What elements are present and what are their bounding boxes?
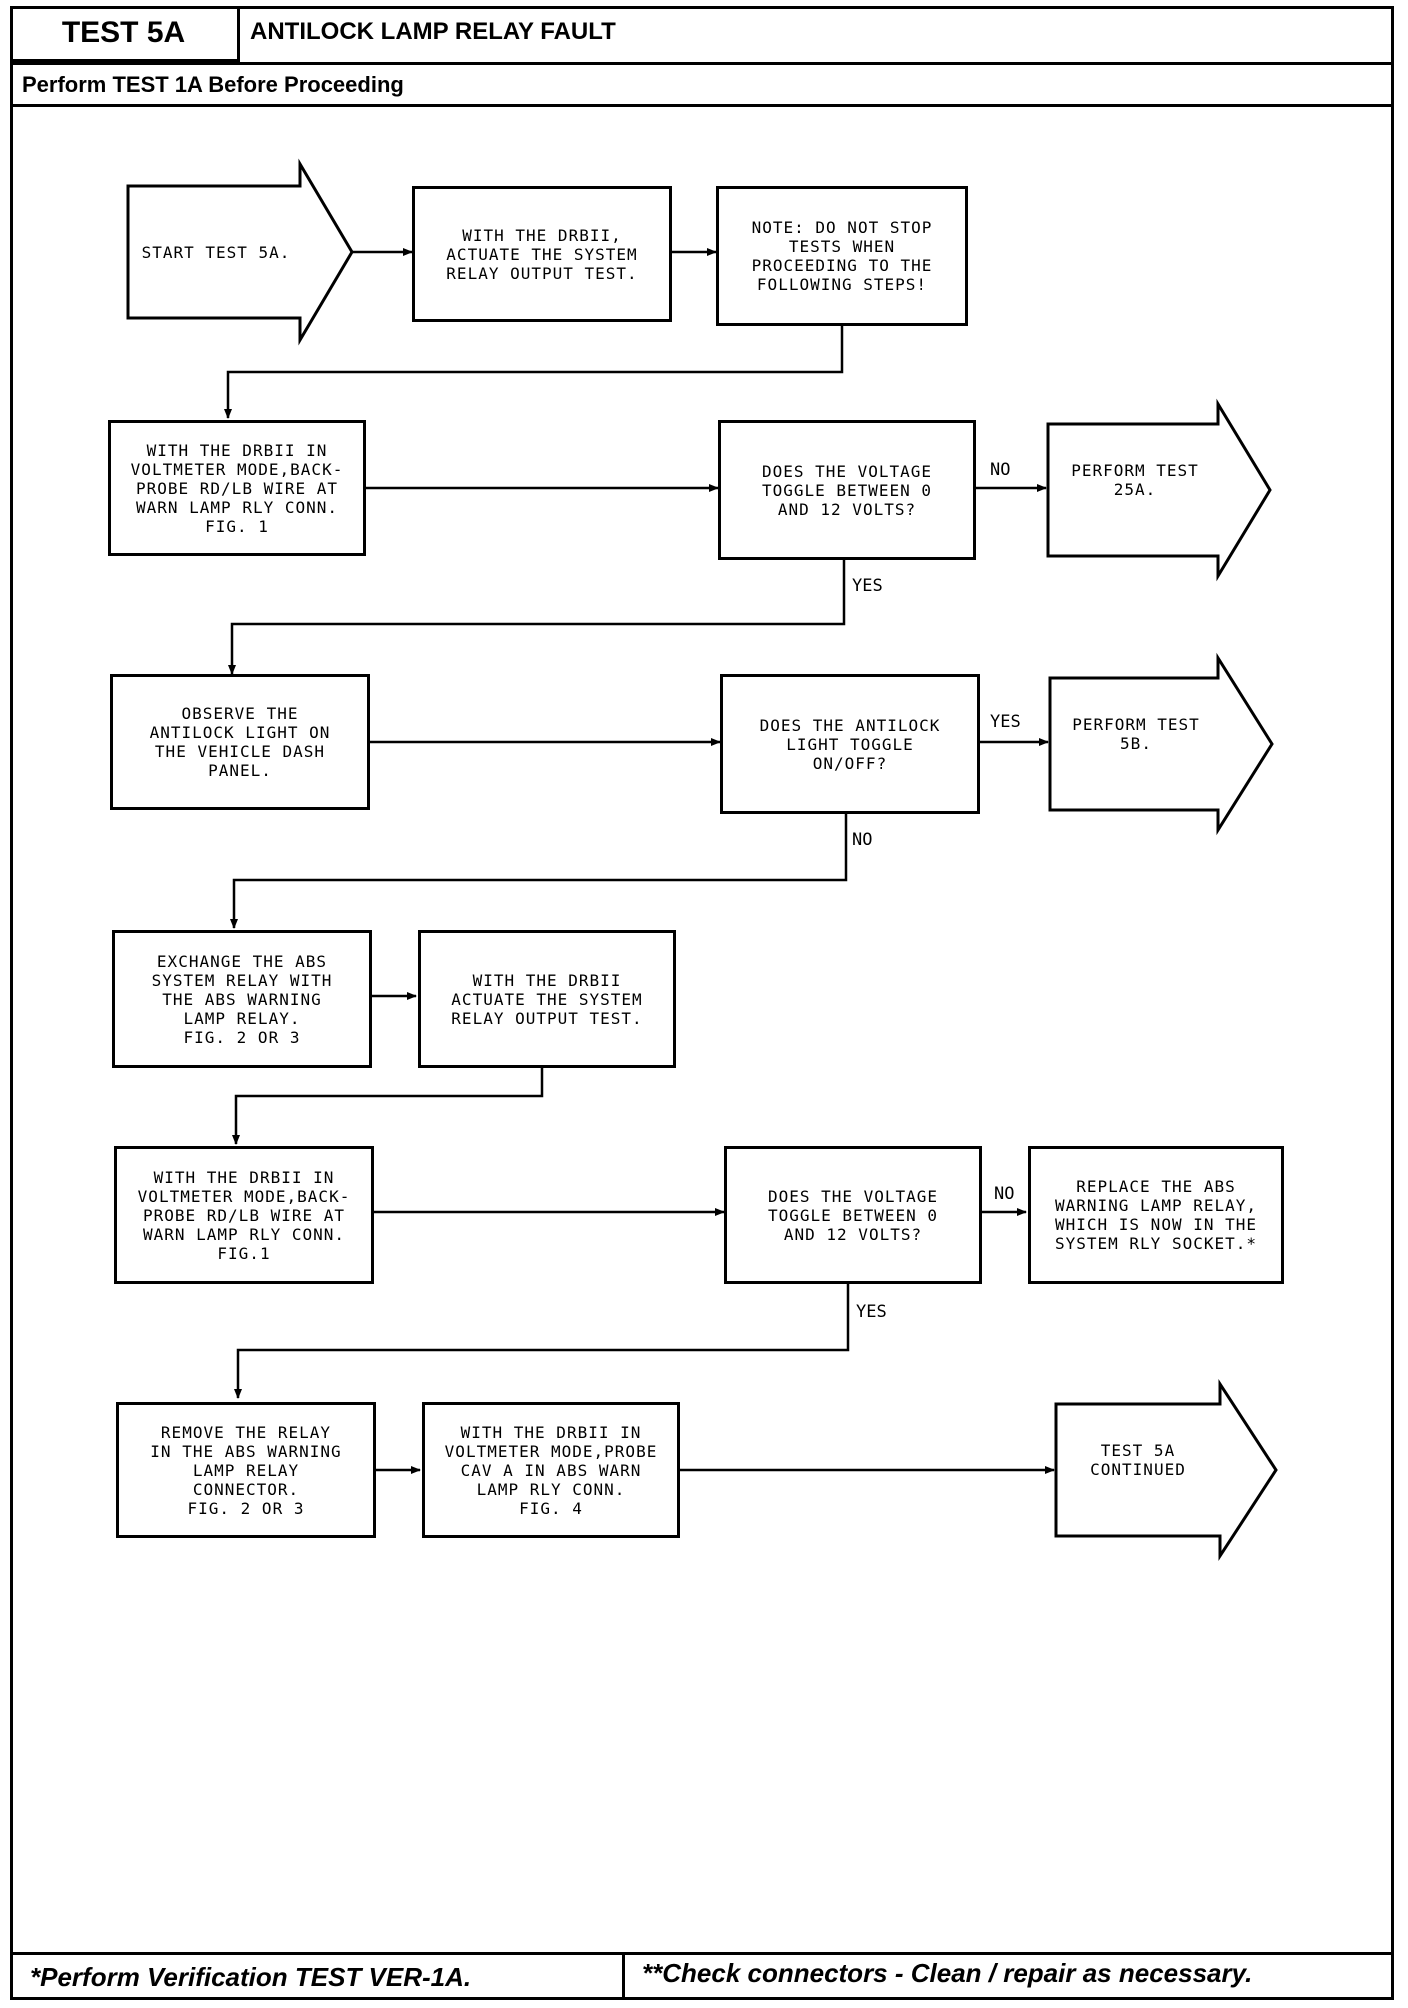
test-continued-label: TEST 5A CONTINUED [1090, 1441, 1186, 1479]
test-number: TEST 5A [10, 6, 240, 62]
replace-warning-relay-box: REPLACE THE ABS WARNING LAMP RELAY, WHIC… [1028, 1146, 1284, 1284]
prerequisite-note: Perform TEST 1A Before Proceeding [22, 72, 404, 97]
remove-relay-step: REMOVE THE RELAY IN THE ABS WARNING LAMP… [116, 1402, 376, 1538]
yes-branch-label: YES [852, 576, 883, 596]
header-divider [10, 62, 1394, 65]
start-arrow-shape [126, 158, 354, 346]
perform-test-5b-label: PERFORM TEST 5B. [1072, 715, 1200, 753]
light-toggle-decision: DOES THE ANTILOCK LIGHT TOGGLE ON/OFF? [720, 674, 980, 814]
backprobe-warn-lamp-step: WITH THE DRBII IN VOLTMETER MODE,BACK- P… [108, 420, 366, 556]
connector-note: **Check connectors - Clean / repair as n… [642, 1958, 1253, 1988]
voltage-toggle-decision-2: DOES THE VOLTAGE TOGGLE BETWEEN 0 AND 12… [724, 1146, 982, 1284]
perform-5b-arrow-shape [1048, 652, 1274, 836]
actuate-relay-step: WITH THE DRBII, ACTUATE THE SYSTEM RELAY… [412, 186, 672, 322]
verification-note: *Perform Verification TEST VER-1A. [30, 1962, 472, 1992]
page-frame [10, 6, 1394, 2000]
page-title: ANTILOCK LAMP RELAY FAULT [250, 18, 616, 45]
yes-branch-label: YES [990, 712, 1021, 732]
yes-branch-label: YES [856, 1302, 887, 1322]
header-divider-2 [10, 104, 1394, 107]
no-branch-label: NO [990, 460, 1011, 480]
voltage-toggle-decision: DOES THE VOLTAGE TOGGLE BETWEEN 0 AND 12… [718, 420, 976, 560]
no-branch-label: NO [994, 1184, 1015, 1204]
perform-test-25a-label: PERFORM TEST 25A. [1071, 461, 1199, 499]
footer-separator [622, 1952, 625, 2000]
footer-divider [10, 1952, 1394, 1955]
continued-arrow-shape [1054, 1378, 1278, 1562]
no-branch-label: NO [852, 830, 873, 850]
backprobe-warn-lamp-step-2: WITH THE DRBII IN VOLTMETER MODE,BACK- P… [114, 1146, 374, 1284]
do-not-stop-note: NOTE: DO NOT STOP TESTS WHEN PROCEEDING … [716, 186, 968, 326]
perform-25a-arrow-shape [1046, 398, 1272, 582]
exchange-relays-step: EXCHANGE THE ABS SYSTEM RELAY WITH THE A… [112, 930, 372, 1068]
start-test-label: START TEST 5A. [141, 242, 291, 262]
probe-cav-a-step: WITH THE DRBII IN VOLTMETER MODE,PROBE C… [422, 1402, 680, 1538]
observe-antilock-light-step: OBSERVE THE ANTILOCK LIGHT ON THE VEHICL… [110, 674, 370, 810]
actuate-relay-step-2: WITH THE DRBII ACTUATE THE SYSTEM RELAY … [418, 930, 676, 1068]
